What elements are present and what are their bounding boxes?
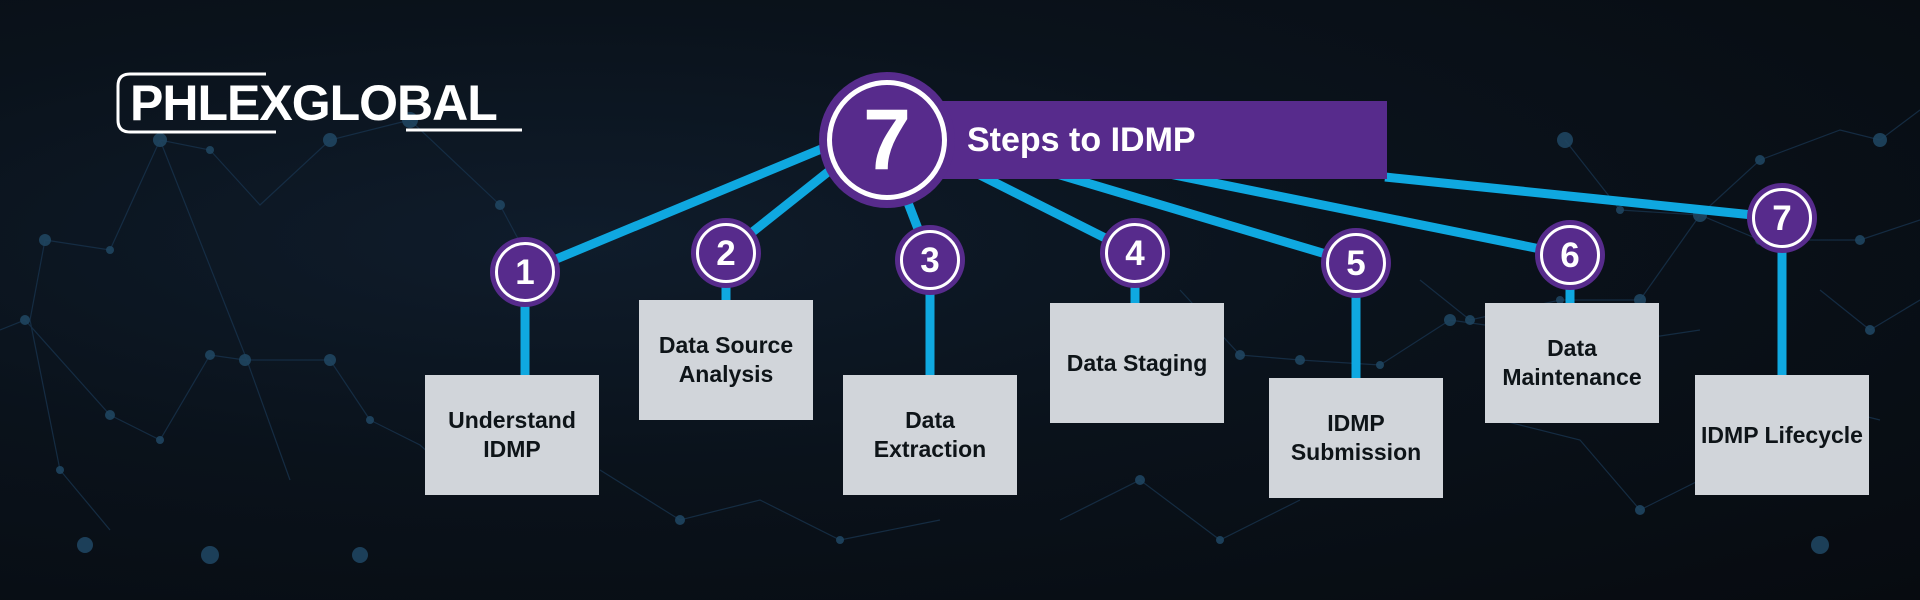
step-4-box: Data Staging: [1050, 303, 1224, 423]
step-1-number: 1: [495, 242, 555, 302]
brand-name: PHLEXGLOBAL: [130, 75, 498, 131]
step-6-box: Data Maintenance: [1485, 303, 1659, 423]
step-5-box: IDMP Submission: [1269, 378, 1443, 498]
title-number-badge: 7: [827, 80, 947, 200]
step-2-box: Data Source Analysis: [639, 300, 813, 420]
step-4-number: 4: [1105, 223, 1165, 283]
connector-hub-step-7: [1384, 172, 1783, 223]
phlexglobal-logo: PHLEXGLOBAL: [116, 72, 524, 134]
connector-hub-step-6: [1124, 160, 1571, 260]
connector-hub-step-1: [523, 135, 845, 277]
step-1-box: Understand IDMP: [425, 375, 599, 495]
page-title: Steps to IDMP: [967, 121, 1196, 159]
step-2-number: 2: [696, 223, 756, 283]
logo-outline: [116, 72, 522, 134]
step-6-number: 6: [1540, 225, 1600, 285]
step-5-number: 5: [1326, 233, 1386, 293]
step-7-number: 7: [1752, 188, 1812, 248]
connector-hub-step-4: [957, 160, 1138, 258]
title-banner: [920, 101, 1387, 179]
step-3-number: 3: [900, 230, 960, 290]
step-7-box: IDMP Lifecycle: [1695, 375, 1869, 495]
step-3-box: Data Extraction: [843, 375, 1017, 495]
